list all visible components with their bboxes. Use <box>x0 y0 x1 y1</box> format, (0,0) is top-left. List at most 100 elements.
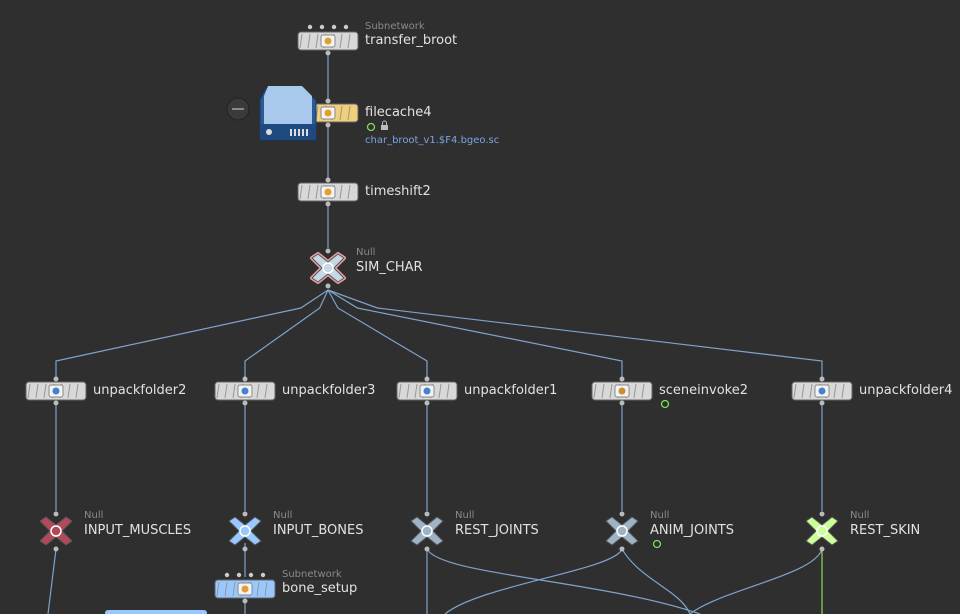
node-stripe <box>609 383 613 399</box>
operator-icon <box>324 109 332 117</box>
node-stripe <box>414 383 418 399</box>
file-path-filecache4: char_broot_v1.$F4.bgeo.sc <box>365 135 500 146</box>
input-connector[interactable] <box>325 177 331 183</box>
node-sceneinvoke2[interactable] <box>591 376 653 406</box>
wire-offscreen[interactable] <box>444 548 623 614</box>
lock-icon[interactable] <box>381 125 388 130</box>
node-stripe <box>809 383 813 399</box>
input-connector[interactable] <box>53 511 59 517</box>
node-stripe <box>232 383 236 399</box>
wire-SIM_CHAR-unpackfolder4[interactable] <box>327 289 823 379</box>
output-connector[interactable] <box>619 546 625 552</box>
node-stripe <box>833 383 837 399</box>
node-INPUT_BONES[interactable] <box>228 511 262 552</box>
operator-icon <box>423 387 431 395</box>
input-connector[interactable] <box>424 376 430 382</box>
null-node-shape[interactable] <box>605 516 639 546</box>
null-node-shape[interactable] <box>39 516 73 546</box>
output-connector[interactable] <box>242 598 248 604</box>
input-connector[interactable] <box>53 376 59 382</box>
node-unpackfolder4[interactable] <box>791 376 853 406</box>
node-offscreen[interactable] <box>105 610 207 614</box>
subnet-input-dot[interactable] <box>343 24 349 30</box>
operator-icon <box>324 37 332 45</box>
wire-offscreen[interactable] <box>621 548 691 614</box>
input-connector[interactable] <box>325 98 331 104</box>
output-connector[interactable] <box>325 50 331 56</box>
input-connector[interactable] <box>242 376 248 382</box>
wire-SIM_CHAR-sceneinvoke2[interactable] <box>327 289 623 379</box>
node-label-INPUT_BONES: INPUT_BONES <box>273 523 364 538</box>
lock-shackle <box>382 120 387 125</box>
node-stripe <box>633 383 637 399</box>
input-connector[interactable] <box>619 376 625 382</box>
output-connector[interactable] <box>424 400 430 406</box>
node-label-INPUT_MUSCLES: INPUT_MUSCLES <box>84 523 192 538</box>
node-REST_JOINTS[interactable] <box>410 511 444 552</box>
display-flag-icon[interactable] <box>660 399 670 409</box>
subnet-input-dot[interactable] <box>248 572 254 578</box>
node-transfer_broot[interactable] <box>297 24 359 56</box>
output-connector[interactable] <box>819 546 825 552</box>
node-stripe <box>232 581 236 597</box>
display-flag-icon[interactable] <box>366 122 376 132</box>
node-stripe <box>339 184 343 200</box>
output-connector[interactable] <box>53 400 59 406</box>
node-unpackfolder2[interactable] <box>25 376 87 406</box>
subnet-input-dot[interactable] <box>260 572 266 578</box>
null-node-shape[interactable] <box>228 516 262 546</box>
node-stripe <box>315 184 319 200</box>
node-stripe <box>299 184 303 200</box>
node-ANIM_JOINTS[interactable] <box>605 511 639 552</box>
node-stripe <box>801 383 805 399</box>
output-connector[interactable] <box>325 122 331 128</box>
null-node-shape[interactable] <box>311 253 345 283</box>
output-connector[interactable] <box>325 201 331 207</box>
wire-SIM_CHAR-unpackfolder2[interactable] <box>55 289 329 379</box>
wire-SIM_CHAR-unpackfolder3[interactable] <box>244 289 329 379</box>
wire-offscreen[interactable] <box>689 548 823 614</box>
node-stripe <box>256 383 260 399</box>
node-label-ANIM_JOINTS: ANIM_JOINTS <box>650 523 734 538</box>
node-unpackfolder3[interactable] <box>214 376 276 406</box>
node-stripe <box>347 105 351 121</box>
output-connector[interactable] <box>619 400 625 406</box>
null-icon <box>322 262 334 274</box>
node-label-REST_JOINTS: REST_JOINTS <box>455 523 539 538</box>
output-connector[interactable] <box>325 283 331 289</box>
subnet-input-dot[interactable] <box>236 572 242 578</box>
output-connector[interactable] <box>424 546 430 552</box>
subnet-input-dot[interactable] <box>319 24 325 30</box>
bypass-toggle-button[interactable] <box>226 97 250 121</box>
input-connector[interactable] <box>819 511 825 517</box>
node-SIM_CHAR[interactable] <box>310 248 346 289</box>
node-label-timeshift2: timeshift2 <box>365 184 431 199</box>
output-connector[interactable] <box>242 400 248 406</box>
input-connector[interactable] <box>819 376 825 382</box>
node-timeshift2[interactable] <box>297 177 359 207</box>
input-connector[interactable] <box>325 248 331 254</box>
input-connector[interactable] <box>619 511 625 517</box>
node-REST_SKIN[interactable] <box>805 511 839 552</box>
output-connector[interactable] <box>242 546 248 552</box>
display-flag-icon[interactable] <box>652 539 662 549</box>
wire-offscreen[interactable] <box>426 548 701 614</box>
node-bone_setup[interactable] <box>214 572 276 604</box>
node-unpackfolder1[interactable] <box>396 376 458 406</box>
null-node-shape[interactable] <box>410 516 444 546</box>
null-node-shape[interactable] <box>805 516 839 546</box>
wire-SIM_CHAR-unpackfolder1[interactable] <box>327 289 428 379</box>
input-connector[interactable] <box>424 511 430 517</box>
output-connector[interactable] <box>819 400 825 406</box>
node-INPUT_MUSCLES[interactable] <box>39 511 73 552</box>
output-connector[interactable] <box>53 546 59 552</box>
node-stripe <box>224 383 228 399</box>
subnet-input-dot[interactable] <box>307 24 313 30</box>
wire-offscreen[interactable] <box>47 548 57 614</box>
input-connector[interactable] <box>242 511 248 517</box>
node-stripe <box>264 581 268 597</box>
subnet-input-dot[interactable] <box>331 24 337 30</box>
subnet-input-dot[interactable] <box>224 572 230 578</box>
node-label-unpackfolder1: unpackfolder1 <box>464 383 558 398</box>
